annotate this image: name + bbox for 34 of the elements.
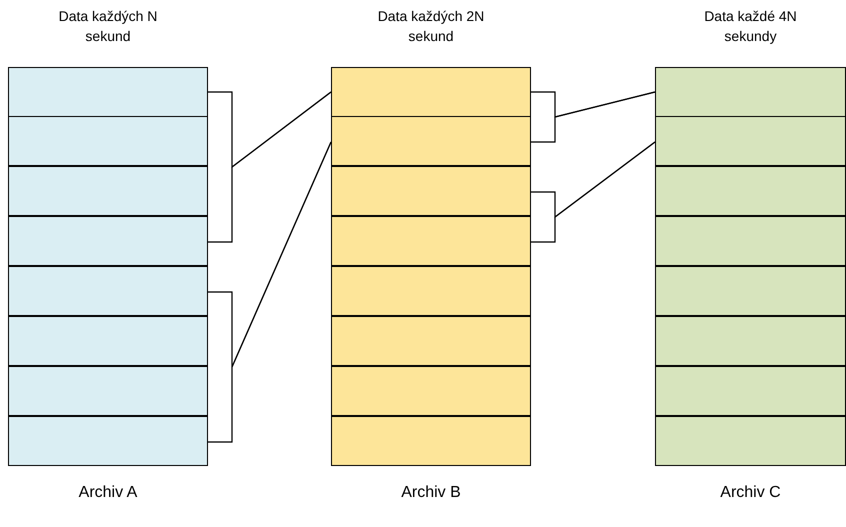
column-heading: Data každé 4N sekundy bbox=[703, 7, 798, 46]
connector-line bbox=[531, 142, 656, 243]
storage-slot bbox=[655, 266, 846, 316]
storage-slot bbox=[331, 116, 531, 166]
storage-slot bbox=[331, 216, 531, 266]
storage-slot bbox=[8, 67, 208, 117]
storage-slot bbox=[8, 116, 208, 166]
storage-slot bbox=[655, 316, 846, 366]
column-heading: Data každých N sekund bbox=[58, 7, 158, 46]
connector-line bbox=[208, 142, 332, 443]
storage-slot bbox=[331, 316, 531, 366]
storage-slot bbox=[331, 67, 531, 117]
storage-slot bbox=[8, 416, 208, 466]
storage-slot bbox=[8, 316, 208, 366]
storage-slot bbox=[8, 216, 208, 266]
storage-slot bbox=[655, 67, 846, 117]
storage-slot bbox=[655, 166, 846, 216]
storage-slot bbox=[655, 216, 846, 266]
storage-slot bbox=[331, 266, 531, 316]
storage-slot bbox=[655, 116, 846, 166]
storage-slot bbox=[331, 366, 531, 416]
archive-label: Archiv A bbox=[78, 483, 138, 503]
storage-slot bbox=[8, 266, 208, 316]
storage-slot bbox=[331, 166, 531, 216]
storage-slot bbox=[8, 366, 208, 416]
column-heading: Data každých 2N sekund bbox=[376, 7, 486, 46]
connector-line bbox=[531, 91, 656, 143]
archive-label: Archiv C bbox=[720, 483, 781, 503]
storage-slot bbox=[331, 416, 531, 466]
storage-slot bbox=[8, 166, 208, 216]
archive-label: Archiv B bbox=[401, 483, 461, 503]
storage-slot bbox=[655, 416, 846, 466]
storage-slot bbox=[655, 366, 846, 416]
connector-line bbox=[208, 92, 332, 243]
